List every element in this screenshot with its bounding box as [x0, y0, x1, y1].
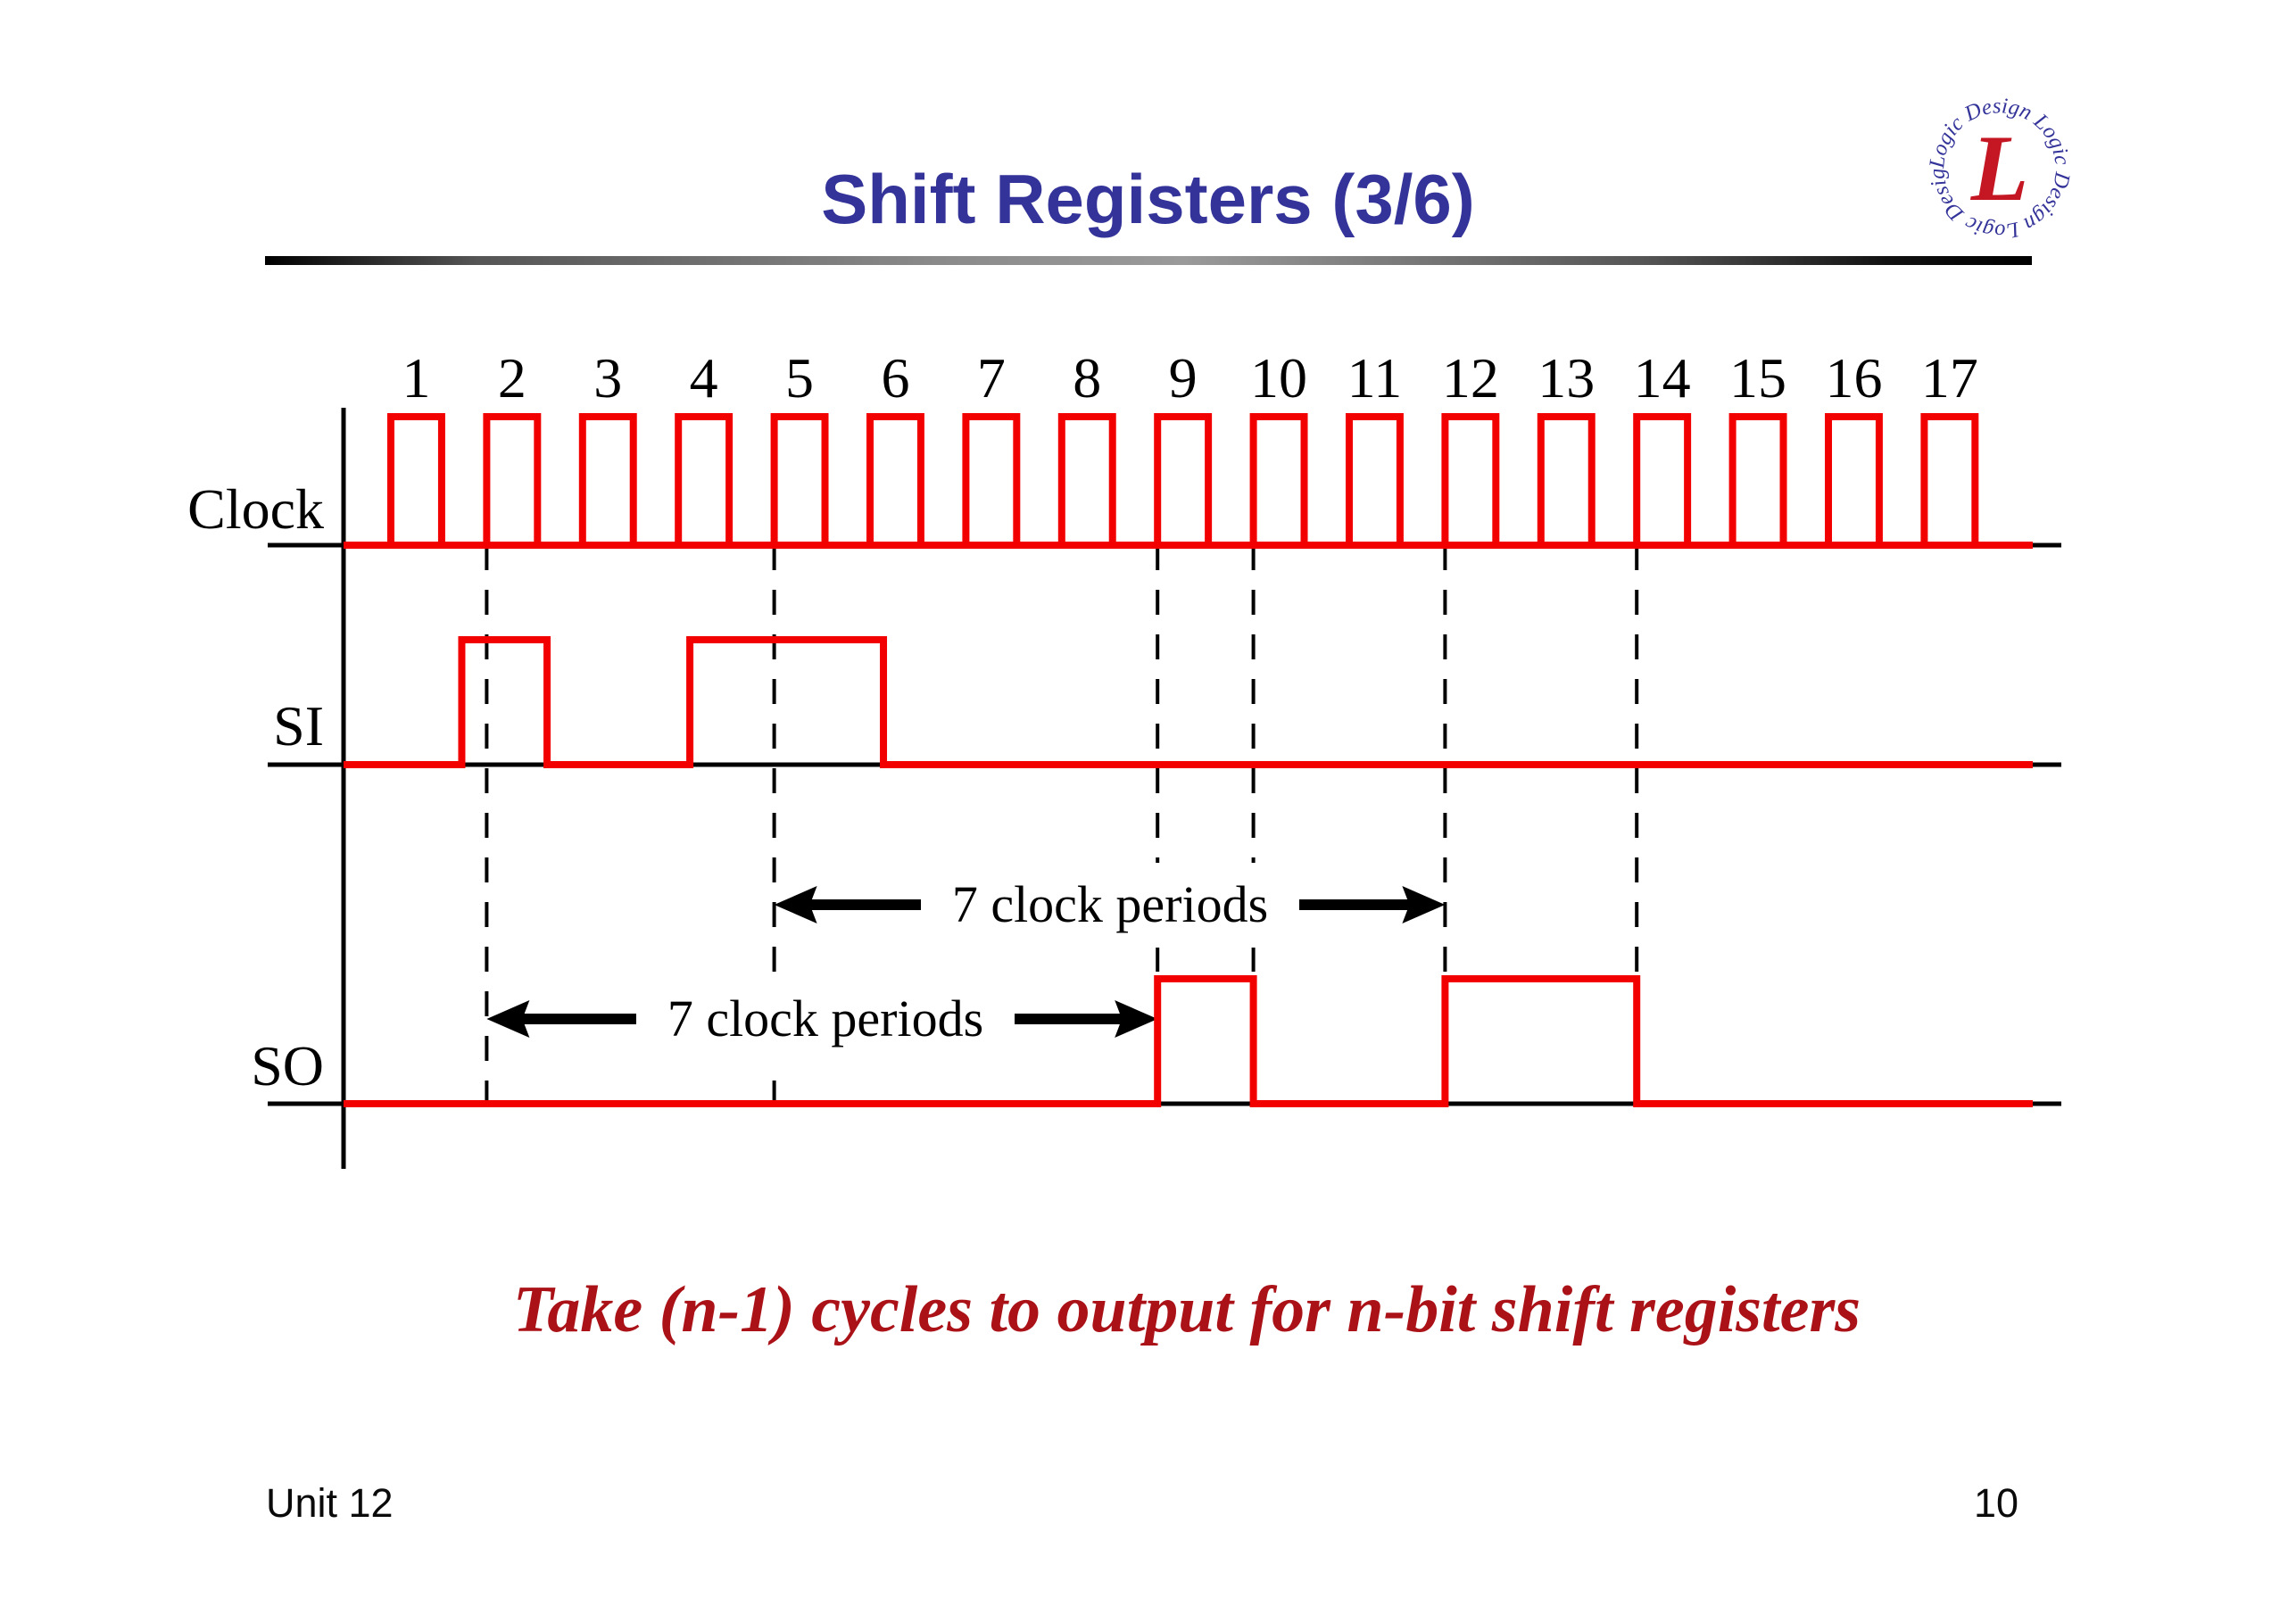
si-label: SI [273, 694, 324, 758]
cycle-number: 5 [785, 346, 814, 410]
clock-label: Clock [187, 477, 324, 541]
footer-page-number: 10 [1974, 1480, 2019, 1526]
cycle-number: 7 [977, 346, 1006, 410]
cycle-number: 12 [1442, 346, 1499, 410]
so-waveform [344, 975, 2033, 1107]
cycle-number: 16 [1825, 346, 1882, 410]
annotation-text-backdrop [935, 863, 1285, 948]
logic-design-logo: Logic Design Logic Design Logic Design L [1917, 86, 2075, 244]
footer-unit-label: Unit 12 [266, 1480, 394, 1526]
cycle-number: 1 [402, 346, 430, 410]
arrowhead-left [486, 1000, 530, 1038]
arrowhead-right [1402, 886, 1446, 923]
cycle-number: 11 [1347, 346, 1403, 410]
annotation-label: 7 clock periods [667, 990, 983, 1047]
clock-waveform [344, 413, 2033, 549]
cycle-number: 2 [498, 346, 526, 410]
logo-center-letter: L [1970, 116, 2029, 220]
slide-caption: Take (n-1) cycles to output for n-bit sh… [512, 1273, 1861, 1346]
cycle-number: 8 [1073, 346, 1101, 410]
slide-title: Shift Registers (3/6) [821, 160, 1475, 238]
annotation-text-backdrop [651, 977, 1000, 1062]
title-divider-rule [265, 256, 2032, 265]
arrowhead-left [774, 886, 817, 923]
annotation-label: 7 clock periods [952, 875, 1268, 933]
cycle-number: 10 [1250, 346, 1307, 410]
arrowhead-right [1115, 1000, 1158, 1038]
cycle-number: 9 [1169, 346, 1198, 410]
si-waveform [344, 636, 2033, 768]
cycle-number: 14 [1634, 346, 1691, 410]
so-label: SO [251, 1034, 324, 1097]
cycle-number: 17 [1921, 346, 1978, 410]
cycle-number: 15 [1729, 346, 1786, 410]
cycle-number: 3 [593, 346, 622, 410]
cycle-number: 4 [690, 346, 718, 410]
cycle-number: 13 [1538, 346, 1595, 410]
cycle-number: 6 [881, 346, 909, 410]
